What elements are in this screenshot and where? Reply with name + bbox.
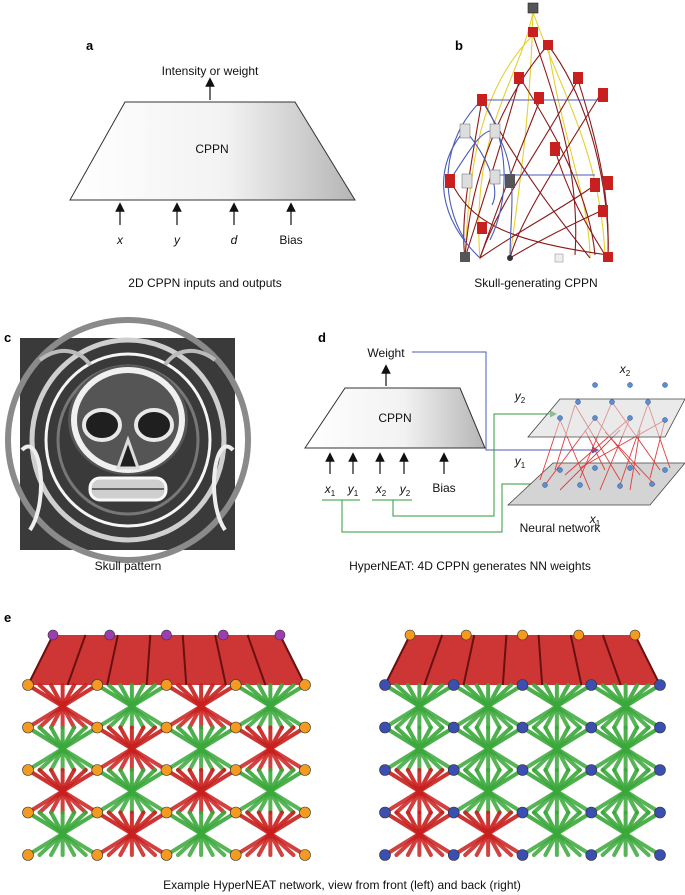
neural-network-layers: x2 y2 y1 x1 (506, 362, 685, 528)
panel-e-letter: e (4, 610, 11, 625)
panel-d-input-y1: y1 (347, 482, 359, 498)
panel-d-input-x1: x1 (324, 482, 336, 498)
neural-network-label: Neural network (520, 521, 602, 535)
skull-cppn-nodes (445, 2, 613, 263)
panel-d-caption: HyperNEAT: 4D CPPN generates NN weights (349, 559, 591, 573)
panel-d-input-bias: Bias (432, 481, 455, 495)
layer-bottom-x-label: x1 (589, 512, 601, 528)
network-back-view (379, 629, 666, 861)
panel-d-input-y2: y2 (399, 482, 411, 498)
panel-a-input-d: d (231, 233, 238, 247)
skull-pattern-image (5, 317, 251, 563)
layer-top-x-label: x2 (619, 362, 631, 378)
layer-top-y-label: y2 (514, 389, 526, 405)
panel-c: c Skull pattern (4, 317, 251, 573)
bottom-layer-plane (506, 462, 685, 506)
panel-a-input-x: x (116, 233, 124, 247)
top-layer-plane (527, 398, 685, 438)
panel-a-letter: a (86, 38, 94, 53)
network-front-view (22, 629, 311, 861)
panel-a-cppn-label: CPPN (195, 142, 228, 156)
skull-cppn-network (443, 11, 609, 261)
panel-d-cppn-label: CPPN (378, 411, 411, 425)
panel-d: d Weight CPPN x1 y1 x2 y2 Bias (304, 330, 685, 573)
panel-c-letter: c (4, 330, 11, 345)
panel-d-cppn-box (304, 387, 486, 449)
panel-b: b (443, 2, 613, 290)
panel-e: e Example HyperNEAT network, view from f… (4, 610, 666, 892)
panel-d-inputs: x1 y1 x2 y2 Bias (324, 452, 456, 498)
panel-a-inputs: x y d Bias (115, 202, 303, 247)
panel-a-output-label: Intensity or weight (162, 64, 259, 78)
panel-d-input-x2: x2 (375, 482, 387, 498)
panel-a-input-bias: Bias (279, 233, 302, 247)
panel-d-weight-link (412, 351, 599, 454)
panel-a-input-y: y (173, 233, 181, 247)
panel-e-caption: Example HyperNEAT network, view from fro… (163, 878, 521, 892)
panel-b-letter: b (455, 38, 463, 53)
panel-d-letter: d (318, 330, 326, 345)
top-layer-nodes (557, 382, 668, 423)
panel-d-bottom-link (341, 480, 557, 533)
panel-a-caption: 2D CPPN inputs and outputs (128, 276, 281, 290)
bottom-layer-nodes (542, 465, 668, 489)
panel-a-cppn-box (69, 101, 356, 201)
panel-b-caption: Skull-generating CPPN (474, 276, 597, 290)
panel-c-caption: Skull pattern (95, 559, 162, 573)
panel-d-top-link (392, 410, 557, 517)
panel-d-output-label: Weight (367, 346, 405, 360)
layer-bottom-y-label: y1 (514, 454, 526, 470)
panel-a: a Intensity or weight CPPN x y d Bias 2D… (69, 38, 356, 290)
